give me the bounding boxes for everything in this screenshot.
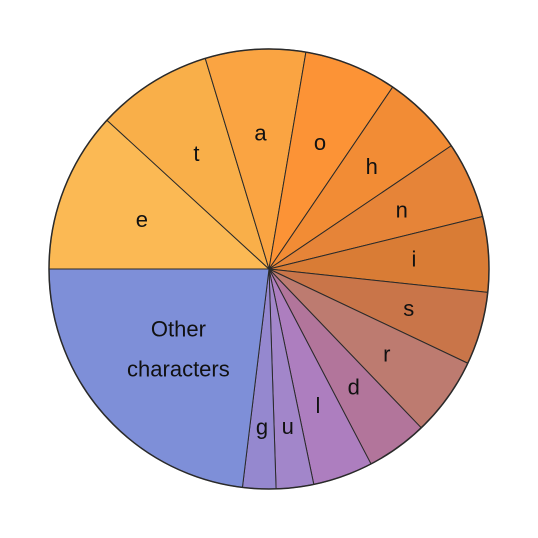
slice-label-r: r [383, 341, 390, 366]
slice-label-u: u [282, 414, 294, 439]
slice-label-n: n [396, 198, 408, 223]
slice-label-i: i [411, 247, 416, 272]
slice-label-s: s [403, 296, 414, 321]
slice-label-g: g [256, 415, 268, 440]
pie-outline [48, 48, 490, 490]
slice-label-o: o [314, 130, 326, 155]
slice-label-e: e [136, 207, 148, 232]
slice-label-t: t [193, 141, 199, 166]
slice-label-d: d [348, 374, 360, 399]
slice-label-l: l [315, 393, 320, 418]
slice-label-a: a [254, 120, 267, 145]
slice-label-h: h [366, 154, 378, 179]
pie-slices [48, 48, 490, 490]
